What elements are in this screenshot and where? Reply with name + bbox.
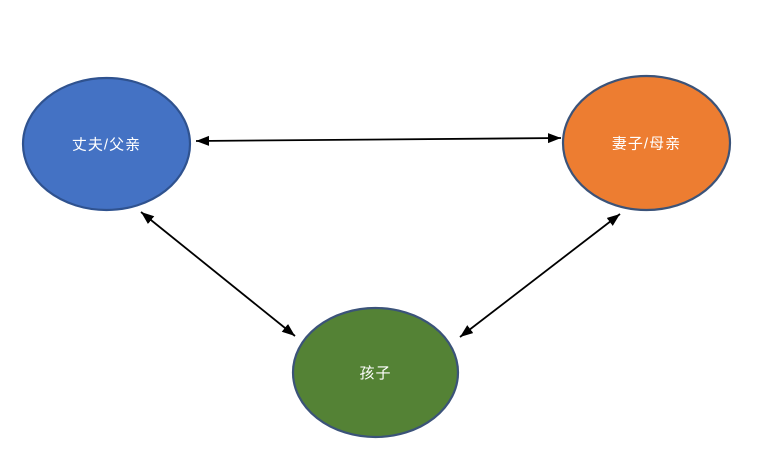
node-child-ellipse[interactable] bbox=[291, 306, 460, 439]
node-wife-mother-label: 妻子/母亲 bbox=[612, 136, 681, 153]
edge-husband-wife-arrow[interactable] bbox=[195, 133, 562, 146]
edge-wife-child-arrow[interactable] bbox=[459, 213, 621, 338]
node-child-label: 孩子 bbox=[359, 365, 391, 382]
node-wife-mother-ellipse[interactable] bbox=[561, 74, 732, 212]
edge-husband-child-arrow[interactable] bbox=[140, 211, 296, 337]
node-husband-father-ellipse[interactable] bbox=[21, 76, 192, 212]
node-husband-father-label: 丈夫/父亲 bbox=[72, 137, 141, 154]
